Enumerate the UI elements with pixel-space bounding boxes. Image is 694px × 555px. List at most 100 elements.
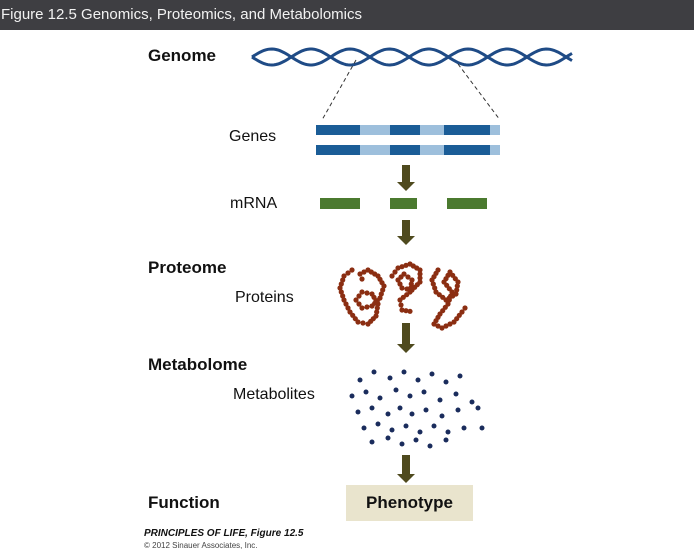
metabolite-dot [445,429,451,435]
label-genes: Genes [229,128,277,145]
genes-bars [316,125,500,155]
amino-acid-bead [443,323,449,329]
amino-acid-bead [408,285,414,291]
amino-acid-bead [449,289,455,295]
metabolite-dot [393,387,399,393]
amino-acid-bead [435,323,441,329]
amino-acid-bead [373,313,379,319]
amino-acid-bead [417,275,423,281]
amino-acid-bead [399,307,405,313]
gene-strand [316,145,490,155]
metabolite-dot [355,409,361,415]
amino-acid-bead [356,293,362,299]
label-proteome: Proteome [148,258,227,277]
metabolite-dot [475,405,481,411]
metabolite-dots [349,369,485,449]
amino-acid-bead [364,290,370,296]
metabolite-dot [423,407,429,413]
metabolite-dot [431,423,437,429]
gene-spacer [360,145,390,155]
amino-acid-bead [355,319,361,325]
amino-acid-bead [399,285,405,291]
amino-acid-bead [395,265,401,271]
amino-acid-bead [377,295,383,301]
gene-spacer [490,145,500,155]
amino-acid-bead [429,277,435,283]
amino-acid-bead [374,305,380,311]
amino-acid-bead [397,281,403,287]
metabolite-dot [377,395,383,401]
metabolite-dot [479,425,485,431]
amino-acid-bead [359,276,365,282]
amino-acid-bead [353,297,359,303]
amino-acid-bead [340,277,346,283]
amino-acid-bead [338,289,344,295]
metabolite-dot [357,377,363,383]
metabolite-dot [437,397,443,403]
amino-acid-bead [392,269,398,275]
metabolite-dot [453,391,459,397]
down-arrow-icon [397,165,415,191]
amino-acid-bead [417,271,423,277]
amino-acid-bead [408,281,414,287]
down-arrow-icon [397,220,415,245]
gene-strand [316,125,490,135]
amino-acid-bead [407,308,413,314]
metabolite-dot [401,369,407,375]
gene-spacer [420,145,444,155]
amino-acid-bead [341,297,347,303]
metabolite-dot [363,389,369,395]
amino-acid-bead [359,289,365,295]
label-proteins: Proteins [235,289,294,306]
amino-acid-bead [462,305,468,311]
label-genome: Genome [148,46,217,65]
amino-acid-bead [431,321,437,327]
amino-acid-bead [401,271,407,277]
amino-acid-bead [403,262,409,268]
amino-acid-bead [409,277,415,283]
metabolite-dot [371,369,377,375]
metabolite-dot [409,411,415,417]
amino-acid-bead [389,273,395,279]
metabolite-dot [403,423,409,429]
down-arrow-icon [397,323,415,353]
phenotype-box: Phenotype [346,485,473,521]
amino-acid-bead [337,285,343,291]
zoom-guide-lines [321,59,501,121]
down-arrow-icon [397,455,415,483]
amino-acid-bead [365,267,371,273]
label-metabolites: Metabolites [233,386,315,403]
metabolite-dot [469,399,475,405]
metabolite-dot [455,407,461,413]
amino-acid-bead [459,309,465,315]
mrna-segment [320,198,360,209]
protein-chains [337,261,468,331]
dna-strand [251,47,573,67]
metabolite-dot [369,439,375,445]
gene-spacer [360,125,390,135]
metabolite-dot [461,425,467,431]
amino-acid-bead [417,267,423,273]
figure-title: Figure 12.5 Genomics, Proteomics, and Me… [0,0,694,30]
metabolite-dot [399,441,405,447]
metabolite-dot [443,437,449,443]
metabolite-dot [421,389,427,395]
amino-acid-bead [403,308,409,314]
amino-acid-bead [446,297,452,303]
amino-acid-bead [398,302,404,308]
amino-acid-bead [356,301,362,307]
amino-acid-bead [357,271,363,277]
amino-acid-bead [405,274,411,280]
amino-acid-bead [454,283,460,289]
amino-acid-bead [361,269,367,275]
metabolite-dot [349,393,355,399]
phenotype-label: Phenotype [366,493,453,512]
gene-spacer [490,125,500,135]
mrna-segment [447,198,487,209]
amino-acid-bead [378,291,384,297]
metabolite-dot [389,427,395,433]
amino-acid-bead [343,301,349,307]
metabolite-dot [407,393,413,399]
amino-acid-bead [453,291,459,297]
